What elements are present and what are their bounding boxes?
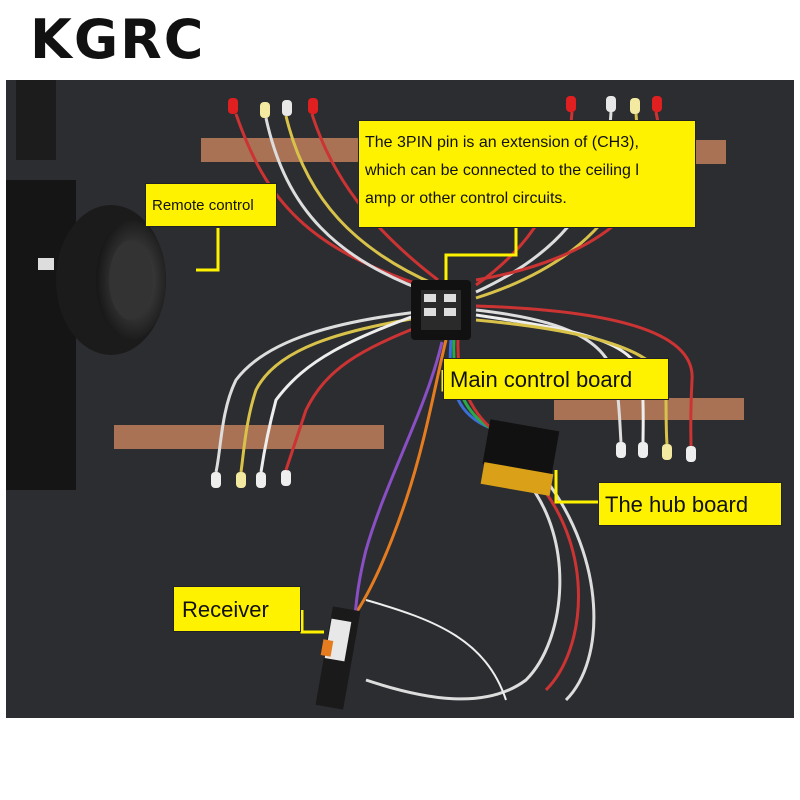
copper-tape-bottom-right [554,398,744,420]
main-control-board-label: Main control board [443,358,669,400]
three-pin-line-3: amp or other control circuits. [365,190,567,207]
callout-hub [554,470,601,504]
three-pin-label: The 3PIN pin is an extension of (CH3), w… [358,120,696,228]
copper-tape-top-left [201,138,376,162]
leds-top-left [228,98,318,118]
leds-bottom-right [616,442,696,462]
main-control-board-shape [411,280,471,340]
hub-board-shape [480,419,560,496]
three-pin-line-1: The 3PIN pin is an extension of (CH3), [365,134,639,151]
leds-top-right [566,96,662,114]
receiver-shape [315,606,361,710]
copper-tape-bottom-left [114,425,384,449]
remote-control-label: Remote control [145,183,277,227]
receiver-label: Receiver [173,586,301,632]
kgrc-logo: KGRC [30,8,205,68]
callout-receiver [300,610,324,634]
hub-board-label: The hub board [598,482,782,526]
callout-3pin [444,228,518,280]
remote-control-body [6,80,166,490]
callout-remote [196,228,220,272]
three-pin-line-2: which can be connected to the ceiling l [365,162,639,179]
logo-text: KGRC [30,8,205,68]
leds-bottom-left [211,470,291,488]
